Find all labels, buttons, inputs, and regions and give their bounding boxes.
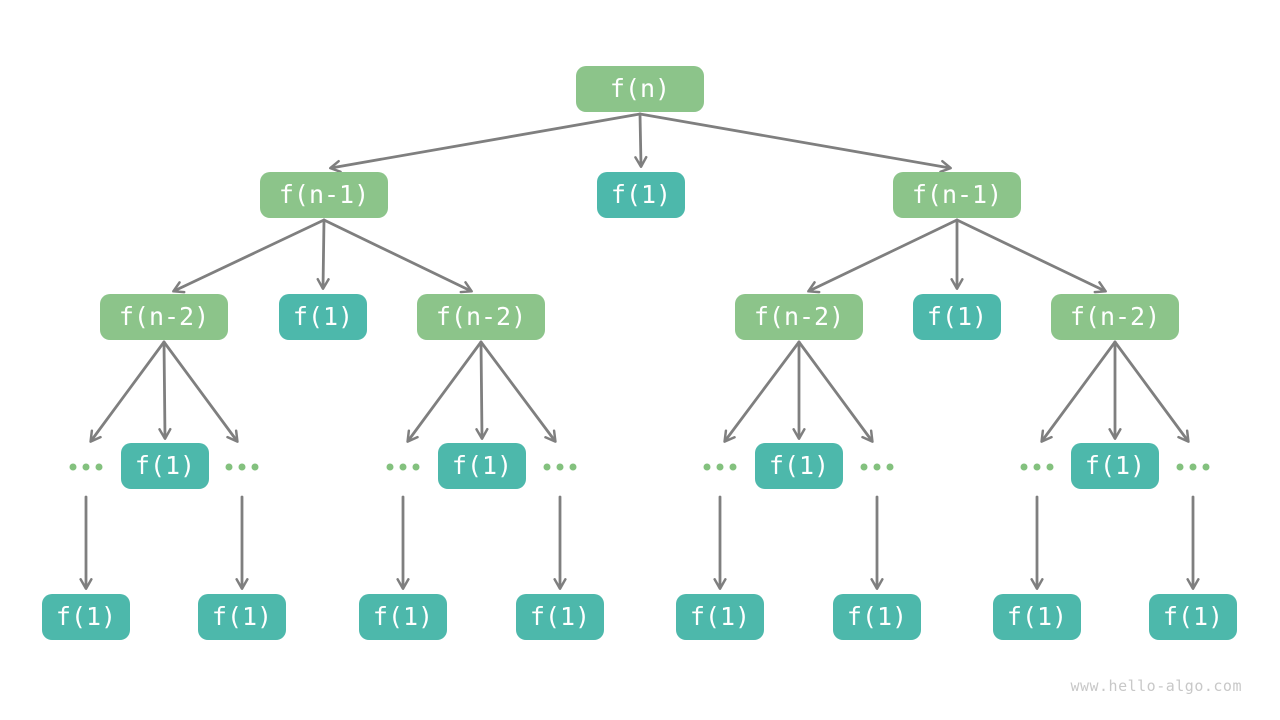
tree-node-recursive: f(n) bbox=[576, 66, 704, 112]
tree-node-recursive: f(n-2) bbox=[417, 294, 545, 340]
tree-node-base: f(1) bbox=[755, 443, 843, 489]
ellipsis-dots bbox=[69, 463, 103, 471]
dot-icon bbox=[703, 463, 711, 471]
tree-node-recursive: f(n-1) bbox=[260, 172, 388, 218]
edge-arrow bbox=[634, 112, 648, 168]
edge-arrow bbox=[807, 218, 959, 294]
edge-arrow bbox=[329, 112, 642, 174]
dot-icon bbox=[95, 463, 103, 471]
edge-arrow bbox=[406, 340, 483, 443]
tree-node-base: f(1) bbox=[993, 594, 1081, 640]
edge-arrow bbox=[479, 340, 557, 443]
dot-icon bbox=[1020, 463, 1028, 471]
ellipsis-dots bbox=[386, 463, 420, 471]
ellipsis-dots bbox=[1020, 463, 1054, 471]
dot-icon bbox=[886, 463, 894, 471]
tree-node-base: f(1) bbox=[516, 594, 604, 640]
tree-node-base: f(1) bbox=[121, 443, 209, 489]
edge-arrow bbox=[797, 340, 874, 443]
tree-node-recursive: f(n-2) bbox=[100, 294, 228, 340]
tree-node-base: f(1) bbox=[1071, 443, 1159, 489]
watermark: www.hello-algo.com bbox=[1070, 677, 1242, 695]
tree-node-recursive: f(n-1) bbox=[893, 172, 1021, 218]
edge-arrow bbox=[1040, 340, 1117, 443]
tree-node-base: f(1) bbox=[279, 294, 367, 340]
tree-node-base: f(1) bbox=[676, 594, 764, 640]
ellipsis-dots bbox=[225, 463, 259, 471]
tree-node-base: f(1) bbox=[42, 594, 130, 640]
ellipsis-dots bbox=[1176, 463, 1210, 471]
dot-icon bbox=[729, 463, 737, 471]
edge-arrow bbox=[638, 112, 952, 174]
tree-node-base: f(1) bbox=[198, 594, 286, 640]
dot-icon bbox=[386, 463, 394, 471]
tree-node-recursive: f(n-2) bbox=[1051, 294, 1179, 340]
dot-icon bbox=[412, 463, 420, 471]
dot-icon bbox=[1046, 463, 1054, 471]
edge-arrow bbox=[1113, 340, 1190, 443]
ellipsis-dots bbox=[543, 463, 577, 471]
edge-arrow bbox=[475, 340, 489, 440]
dot-icon bbox=[1033, 463, 1041, 471]
dot-icon bbox=[1176, 463, 1184, 471]
tree-node-recursive: f(n-2) bbox=[735, 294, 863, 340]
edge-arrow bbox=[158, 340, 172, 440]
dot-icon bbox=[556, 463, 564, 471]
tree-node-base: f(1) bbox=[1149, 594, 1237, 640]
edge-arrow bbox=[162, 340, 239, 443]
dot-icon bbox=[82, 463, 90, 471]
dot-icon bbox=[543, 463, 551, 471]
edge-arrow bbox=[172, 218, 326, 294]
dot-icon bbox=[716, 463, 724, 471]
tree-node-base: f(1) bbox=[913, 294, 1001, 340]
tree-node-base: f(1) bbox=[833, 594, 921, 640]
dot-icon bbox=[860, 463, 868, 471]
dot-icon bbox=[873, 463, 881, 471]
tree-node-base: f(1) bbox=[359, 594, 447, 640]
tree-node-base: f(1) bbox=[438, 443, 526, 489]
edge-arrow bbox=[316, 218, 330, 290]
dot-icon bbox=[1189, 463, 1197, 471]
edge-arrow bbox=[322, 218, 473, 294]
tree-node-base: f(1) bbox=[597, 172, 685, 218]
dot-icon bbox=[569, 463, 577, 471]
dot-icon bbox=[251, 463, 259, 471]
ellipsis-dots bbox=[860, 463, 894, 471]
dot-icon bbox=[1202, 463, 1210, 471]
dot-icon bbox=[69, 463, 77, 471]
edge-arrow bbox=[723, 340, 801, 443]
dot-icon bbox=[238, 463, 246, 471]
edge-arrow bbox=[955, 218, 1107, 294]
dot-icon bbox=[225, 463, 233, 471]
ellipsis-dots bbox=[703, 463, 737, 471]
edge-arrow bbox=[89, 340, 166, 443]
dot-icon bbox=[399, 463, 407, 471]
